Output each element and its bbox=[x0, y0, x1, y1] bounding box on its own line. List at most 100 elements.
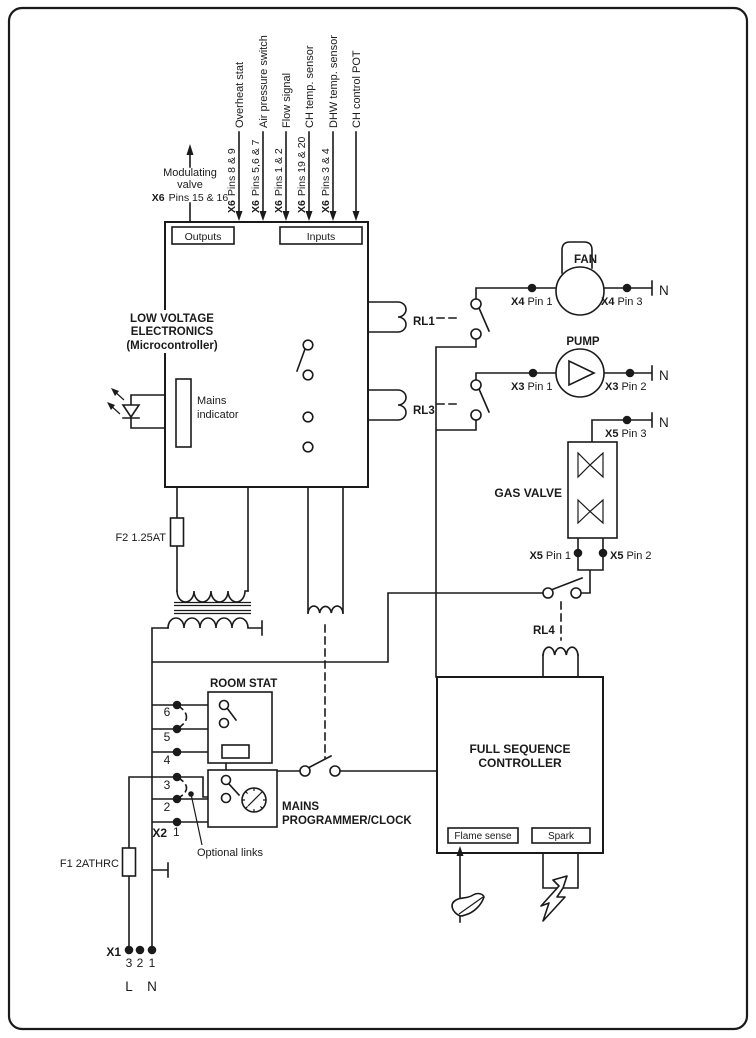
svg-text:2: 2 bbox=[137, 956, 144, 970]
input-label: CH temp. sensor bbox=[304, 45, 316, 128]
pump-impeller-icon bbox=[568, 359, 596, 387]
fan-icon bbox=[555, 266, 605, 316]
svg-text:3: 3 bbox=[164, 778, 171, 792]
room-stat-label: ROOM STAT bbox=[210, 678, 277, 690]
top-input-labels: Overheat stat Air pressure switch Flow s… bbox=[226, 35, 363, 213]
input-pin-label: X6Pins 5,6 & 7 bbox=[250, 139, 262, 213]
input-pin-label: X6Pins 8 & 9 bbox=[226, 148, 238, 213]
flame-sense-arrow bbox=[456, 846, 464, 856]
modulating-valve-arrow bbox=[186, 144, 194, 155]
mains-indicator-lamp bbox=[175, 378, 192, 448]
svg-text:X6Pins 15 & 16: X6Pins 15 & 16 bbox=[152, 192, 229, 204]
svg-text:5: 5 bbox=[164, 730, 171, 744]
x2-terminal-labels: 6 5 4 3 2 X2 1 bbox=[152, 705, 180, 840]
fuse-f2 bbox=[169, 517, 185, 547]
svg-text:LOW VOLTAGE: LOW VOLTAGE bbox=[130, 313, 214, 325]
gas-valve-neutral-label: N bbox=[659, 415, 669, 430]
spark-bolt-icon bbox=[540, 875, 568, 922]
fan-volute-icon bbox=[561, 241, 593, 274]
rl4-coil bbox=[542, 646, 579, 656]
outputs-label-box bbox=[171, 226, 235, 245]
svg-text:1: 1 bbox=[149, 956, 156, 970]
input-label: CH control POT bbox=[351, 50, 363, 128]
input-label: Overheat stat bbox=[234, 62, 246, 128]
svg-text:FULL SEQUENCE: FULL SEQUENCE bbox=[469, 742, 570, 756]
svg-text:N: N bbox=[147, 979, 157, 994]
svg-text:CONTROLLER: CONTROLLER bbox=[478, 756, 562, 770]
full-sequence-controller-box bbox=[436, 676, 604, 854]
fan-label: FAN bbox=[574, 254, 597, 266]
clock-face-detail bbox=[242, 788, 266, 812]
switch-contacts bbox=[218, 298, 584, 804]
fan-neutral-label: N bbox=[659, 283, 669, 298]
mains-indicator-label: Mains bbox=[197, 395, 227, 407]
flow-arrows bbox=[186, 144, 464, 856]
input-pin-label: X6Pins 1 & 2 bbox=[273, 148, 285, 213]
rl3-label: RL3 bbox=[413, 405, 435, 417]
lve-title: LOW VOLTAGE ELECTRONICS (Microcontroller… bbox=[126, 313, 218, 352]
input-pin-label: X6Pins 19 & 20 bbox=[296, 136, 308, 213]
svg-text:X2: X2 bbox=[152, 826, 167, 840]
relay-coil-center bbox=[307, 605, 344, 614]
transformer-primary-winding bbox=[176, 590, 249, 603]
input-label: Air pressure switch bbox=[258, 35, 270, 128]
inputs-label: Inputs bbox=[307, 231, 336, 243]
optional-links-label: Optional links bbox=[197, 847, 264, 859]
transformer-secondary-winding bbox=[167, 617, 263, 636]
fuse-f2-label: F2 1.25AT bbox=[115, 532, 166, 544]
flame-sense-box bbox=[447, 827, 519, 844]
inputs-label-box bbox=[279, 226, 363, 245]
controller-labels: FULL SEQUENCE CONTROLLER Flame sense Spa… bbox=[454, 742, 575, 842]
input-label: DHW temp. sensor bbox=[328, 35, 340, 128]
svg-text:3: 3 bbox=[126, 956, 133, 970]
x1-terminal-labels: X1 3 2 1 L N bbox=[106, 945, 157, 994]
low-voltage-electronics-box bbox=[164, 221, 369, 488]
fuse-f1 bbox=[121, 847, 137, 877]
svg-text:6: 6 bbox=[164, 705, 171, 719]
svg-text:X1: X1 bbox=[106, 945, 121, 959]
rl3-coil bbox=[367, 389, 407, 421]
optional-links-leader bbox=[190, 793, 203, 846]
input-pin-label: X6Pins 3 & 4 bbox=[320, 148, 332, 213]
programmer-label1: MAINS bbox=[282, 801, 319, 813]
pump-label: PUMP bbox=[566, 336, 600, 348]
gas-valve-box bbox=[567, 441, 618, 539]
diagram-border bbox=[7, 6, 749, 1031]
svg-text:1: 1 bbox=[173, 825, 180, 839]
input-label: Flow signal bbox=[281, 73, 293, 128]
terminal-dots bbox=[124, 283, 635, 955]
room-stat-box bbox=[207, 691, 273, 764]
svg-text:Modulating: Modulating bbox=[163, 167, 217, 179]
gas-valve-label: GAS VALVE bbox=[494, 486, 562, 500]
spark-label: Spark bbox=[548, 831, 575, 842]
mains-indicator-label2: indicator bbox=[197, 409, 239, 421]
flame-icon bbox=[451, 892, 485, 917]
led-indicator-icon bbox=[107, 388, 141, 419]
svg-text:ELECTRONICS: ELECTRONICS bbox=[131, 326, 214, 338]
svg-text:2: 2 bbox=[164, 800, 171, 814]
programmer-label2: PROGRAMMER/CLOCK bbox=[282, 815, 412, 827]
fuse-f1-label: F1 2ATHRC bbox=[60, 858, 119, 870]
rl4-label: RL4 bbox=[533, 625, 555, 637]
outputs-label: Outputs bbox=[185, 231, 222, 243]
svg-text:(Microcontroller): (Microcontroller) bbox=[126, 340, 218, 352]
transformer-core bbox=[174, 601, 251, 615]
flame-sense-label: Flame sense bbox=[454, 831, 512, 842]
svg-text:valve: valve bbox=[177, 179, 203, 191]
gas-valve-solenoid-icons bbox=[577, 451, 604, 525]
rl1-coil bbox=[367, 301, 407, 333]
svg-text:4: 4 bbox=[164, 753, 171, 767]
svg-text:L: L bbox=[125, 979, 133, 994]
rl1-label: RL1 bbox=[413, 316, 435, 328]
pump-neutral-label: N bbox=[659, 368, 669, 383]
